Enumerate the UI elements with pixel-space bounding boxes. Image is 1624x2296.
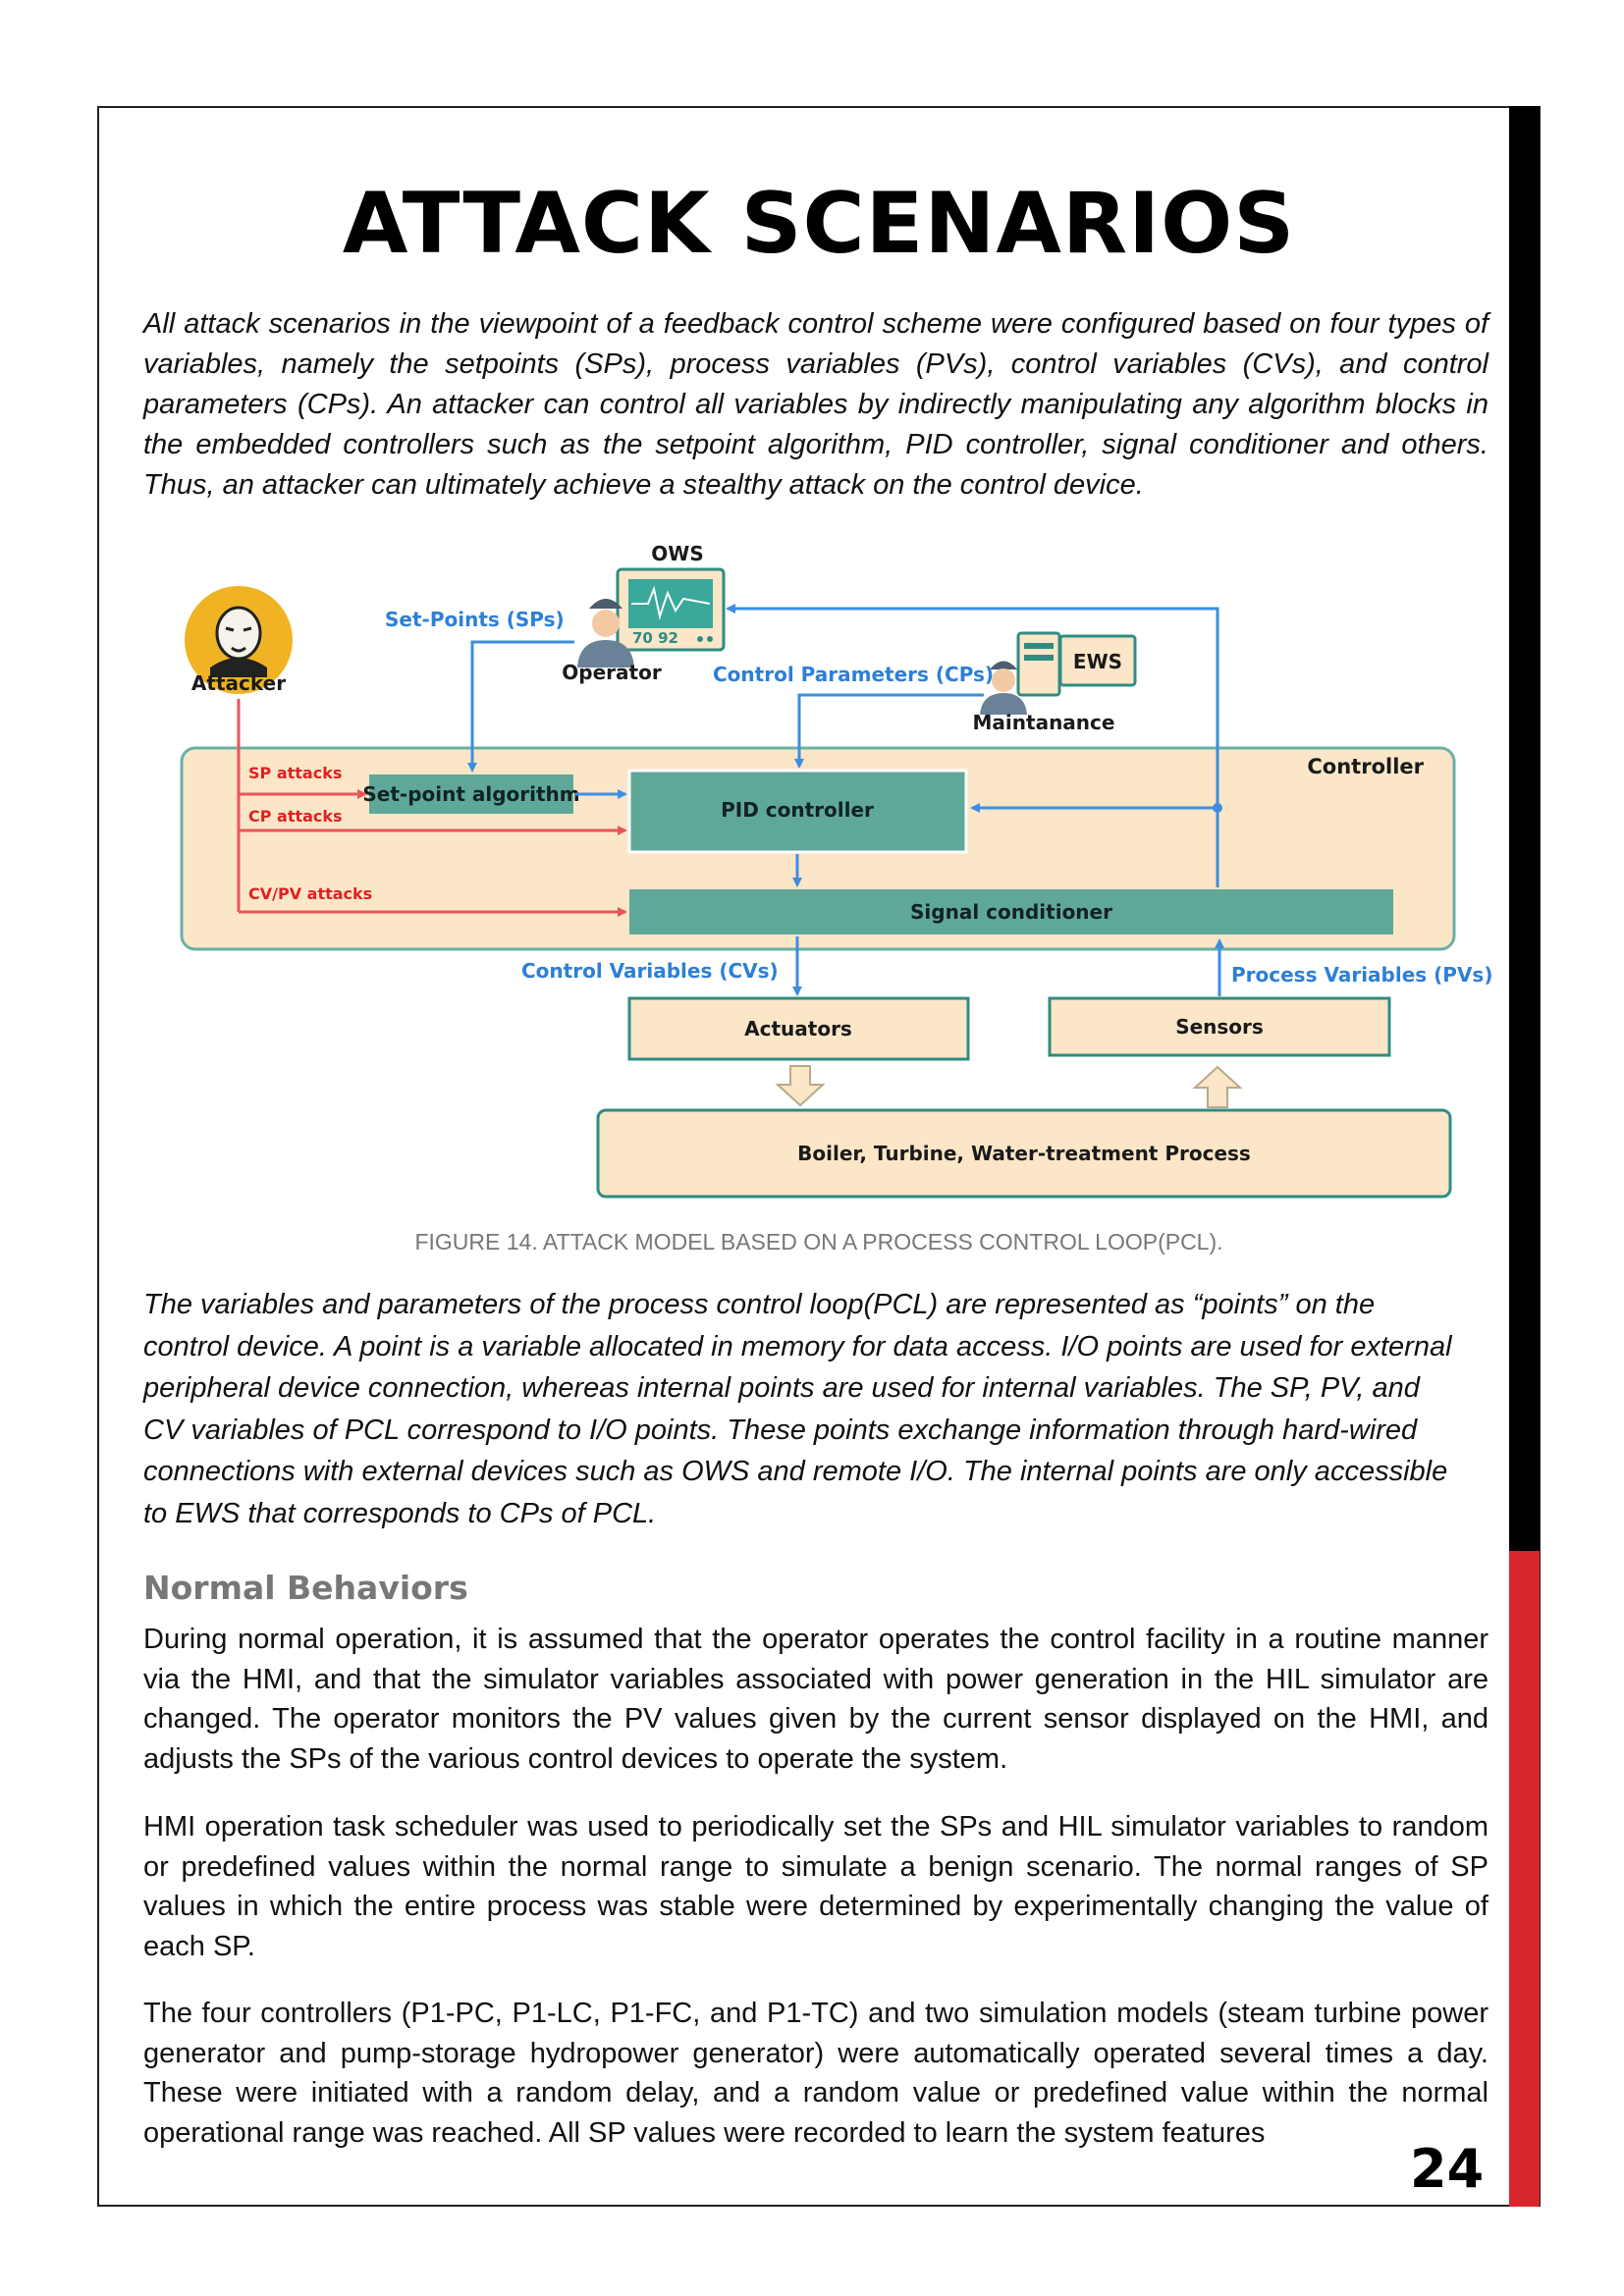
signal-conditioner-block (629, 889, 1393, 934)
process-block (596, 1108, 1452, 1199)
controller-label: Controller (1307, 755, 1424, 778)
maintenance-label: Maintanance (973, 711, 1115, 734)
page-frame (97, 106, 1541, 2207)
pid-controller-label: PID controller (721, 798, 874, 822)
ews-tower-icon (1016, 631, 1061, 697)
variables-paragraph: The variables and parameters of the proc… (143, 1289, 1452, 1529)
control-variables-label: Control Variables (CVs) (521, 959, 779, 983)
attacker-label: Attacker (191, 671, 286, 695)
actuators-label: Actuators (744, 1017, 852, 1041)
normal-paragraph-3: The four controllers (P1-PC, P1-LC, P1-F… (143, 1998, 1489, 2149)
setpoint-algorithm-block (369, 774, 573, 814)
setpoint-algorithm-label: Set-point algorithm (362, 782, 579, 806)
maintenance-icon (980, 661, 1027, 715)
sp-attacks-label: SP attacks (248, 764, 342, 782)
ows-screen-readout: 70 92 (632, 629, 678, 647)
attack-model-diagram: Controller Set-point algorithm PID contr… (180, 542, 1492, 1199)
actuator-to-process-arrow (775, 1065, 826, 1107)
sensors-label: Sensors (1175, 1015, 1264, 1039)
normal-paragraph-1: During normal operation, it is assumed t… (143, 1624, 1489, 1775)
feedback-to-ows-arrow (726, 604, 1219, 887)
side-bar-bottom (1509, 1551, 1540, 2207)
page-number: 24 (1410, 2138, 1485, 2200)
figure-caption: FIGURE 14. ATTACK MODEL BASED ON A PROCE… (414, 1229, 1223, 1255)
cp-flow-arrow (794, 693, 984, 769)
cvpv-attacks-label: CV/PV attacks (248, 884, 372, 903)
section-heading: Normal Behaviors (143, 1569, 468, 1607)
ows-label: OWS (651, 542, 703, 565)
pid-controller-block (627, 769, 968, 854)
sensors-block (1048, 996, 1391, 1057)
side-bar-top (1509, 106, 1540, 1551)
process-label: Boiler, Turbine, Water-treatment Process (797, 1142, 1251, 1165)
control-parameters-label: Control Parameters (CPs) (713, 663, 994, 686)
page-title: ATTACK SCENARIOS (342, 175, 1296, 273)
cp-attacks-label: CP attacks (248, 807, 343, 826)
operator-icon (577, 599, 634, 667)
actuators-block (627, 996, 970, 1061)
operator-label: Operator (562, 661, 662, 684)
process-to-sensor-arrow (1192, 1065, 1243, 1108)
normal-paragraph-2: HMI operation task scheduler was used to… (143, 1811, 1489, 1962)
intro-paragraph: All attack scenarios in the viewpoint of… (143, 308, 1489, 501)
process-variables-label: Process Variables (PVs) (1231, 963, 1492, 987)
setpoints-label: Set-Points (SPs) (385, 608, 565, 631)
setpoint-flow-arrow (467, 640, 574, 773)
ews-label: EWS (1073, 650, 1122, 673)
signal-conditioner-label: Signal conditioner (910, 900, 1112, 924)
ews-monitor-icon (1058, 634, 1137, 687)
